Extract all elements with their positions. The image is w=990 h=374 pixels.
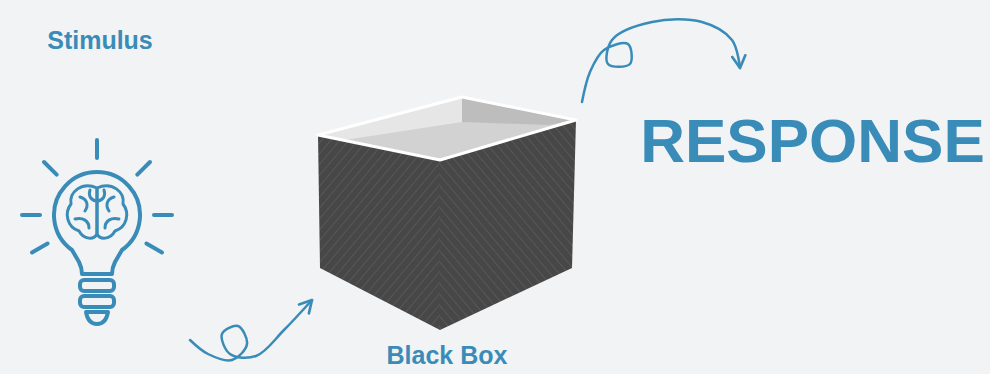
- brain-hemisphere: [67, 186, 97, 238]
- stimulus-node: Stimulus: [10, 25, 190, 345]
- light-ray: [137, 162, 150, 175]
- light-ray: [95, 140, 99, 158]
- bulb-cap: [86, 312, 108, 324]
- lightbulb-icon: [22, 140, 172, 324]
- bulb-glass: [54, 172, 140, 274]
- light-ray: [154, 213, 172, 217]
- light-rays: [22, 140, 172, 253]
- light-ray: [32, 244, 48, 253]
- box-left-face: [318, 135, 440, 330]
- response-node: RESPONSE: [635, 68, 990, 172]
- node-label: Black Box: [387, 340, 508, 370]
- brain-icon: [67, 186, 126, 238]
- bulb-base: [80, 280, 114, 291]
- box-rim: [318, 97, 576, 160]
- brain-fold: [98, 190, 119, 228]
- brain-hemisphere: [97, 186, 127, 238]
- light-ray: [146, 244, 162, 253]
- brain-fold: [75, 190, 96, 228]
- bulb-base: [80, 296, 114, 307]
- black-box-node: Black Box: [312, 90, 582, 370]
- response-label: RESPONSE: [640, 110, 985, 172]
- curly-arrow: [190, 300, 312, 360]
- light-ray: [44, 162, 57, 175]
- light-ray: [22, 213, 40, 217]
- node-label: Stimulus: [47, 25, 153, 55]
- black-box-illustration: [318, 97, 576, 330]
- box-right-face: [440, 120, 576, 330]
- curly-arrow: [582, 19, 740, 102]
